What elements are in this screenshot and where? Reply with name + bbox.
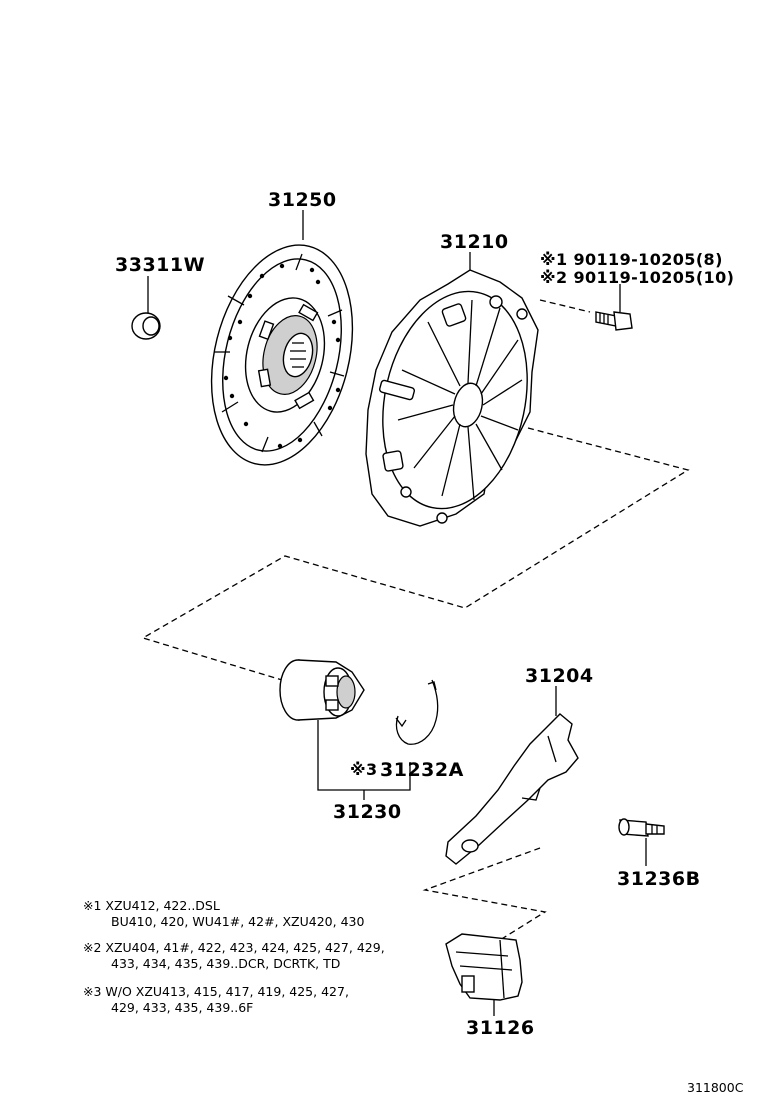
part-label-31230: 31230 <box>333 801 402 823</box>
part-label-31232a-mark: ※3 <box>350 760 378 779</box>
dust-boot-31126 <box>445 933 523 1016</box>
note-3-line-1: ※3 W/O XZU413, 415, 417, 419, 425, 427, <box>83 984 349 999</box>
note-2-line-1: ※2 XZU404, 41#, 422, 423, 424, 425, 427,… <box>83 940 385 955</box>
part-label-31250: 31250 <box>268 189 337 211</box>
clutch-disc-31250 <box>210 210 354 466</box>
part-label-31236b: 31236B <box>617 868 701 890</box>
clutch-cover-31210 <box>365 252 539 527</box>
note-1-line-1: ※1 XZU412, 422..DSL <box>83 898 220 913</box>
part-label-31204: 31204 <box>525 665 594 687</box>
bolt-label-1: ※1 90119-10205(8) <box>540 250 723 269</box>
part-label-31210: 31210 <box>440 231 509 253</box>
note-3-line-2: 429, 433, 435, 439..6F <box>111 1000 253 1015</box>
pilot-bearing-33311w <box>131 276 161 340</box>
pivot-stud-31236b <box>618 818 665 866</box>
note-1-line-2: BU410, 420, WU41#, 42#, XZU420, 430 <box>111 914 364 929</box>
bolt-label-2: ※2 90119-10205(10) <box>540 268 734 287</box>
part-label-31126: 31126 <box>466 1017 535 1039</box>
release-bearing-31230 <box>279 659 411 800</box>
part-label-31232a: 31232A <box>380 759 464 781</box>
clip-31232a <box>395 679 439 745</box>
cover-bolt-90119-10205 <box>595 284 633 331</box>
applicability-notes: ※1 XZU412, 422..DSL BU410, 420, WU41#, 4… <box>83 898 385 1015</box>
release-fork-31204 <box>445 686 579 865</box>
part-label-33311w: 33311W <box>115 254 205 276</box>
illustration-code: 311800C <box>687 1080 744 1095</box>
assembly-guide-lines <box>141 299 690 941</box>
note-2-line-2: 433, 434, 435, 439..DCR, DCRTK, TD <box>111 956 340 971</box>
